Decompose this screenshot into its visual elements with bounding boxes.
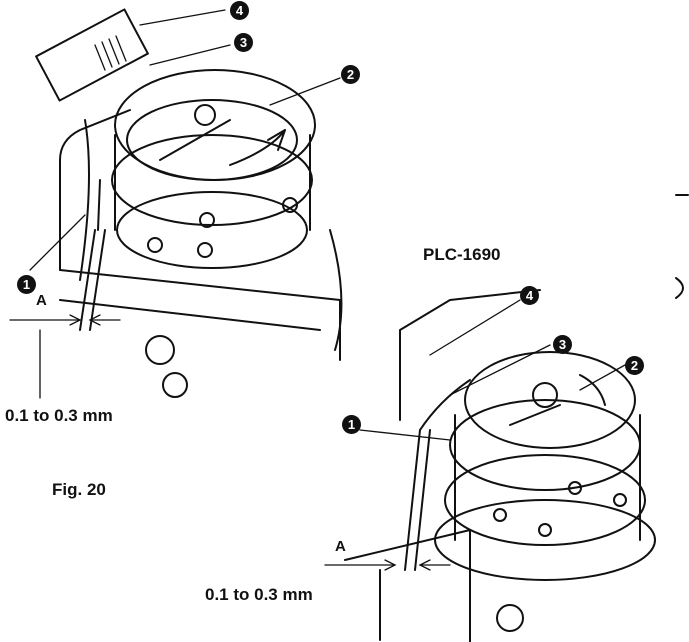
figure-caption: Fig. 20 bbox=[52, 480, 106, 499]
right-hook-assembly bbox=[324, 289, 656, 642]
right-gap-spec: 0.1 to 0.3 mm bbox=[205, 585, 313, 604]
right-gap-letter: A bbox=[335, 538, 346, 555]
left-gap-letter: A bbox=[36, 292, 47, 309]
left-hook-assembly bbox=[9, 8, 343, 399]
right-callout-4: 4 bbox=[520, 286, 539, 305]
left-callout-2: 2 bbox=[341, 65, 360, 84]
left-callout-3: 3 bbox=[234, 33, 253, 52]
model-label: PLC-1690 bbox=[423, 245, 501, 264]
left-callout-1: 1 bbox=[17, 275, 36, 294]
left-gap-spec: 0.1 to 0.3 mm bbox=[5, 406, 113, 425]
right-callout-3: 3 bbox=[553, 335, 572, 354]
left-callout-4: 4 bbox=[230, 1, 249, 20]
right-callout-1: 1 bbox=[342, 415, 361, 434]
right-callout-2: 2 bbox=[625, 356, 644, 375]
